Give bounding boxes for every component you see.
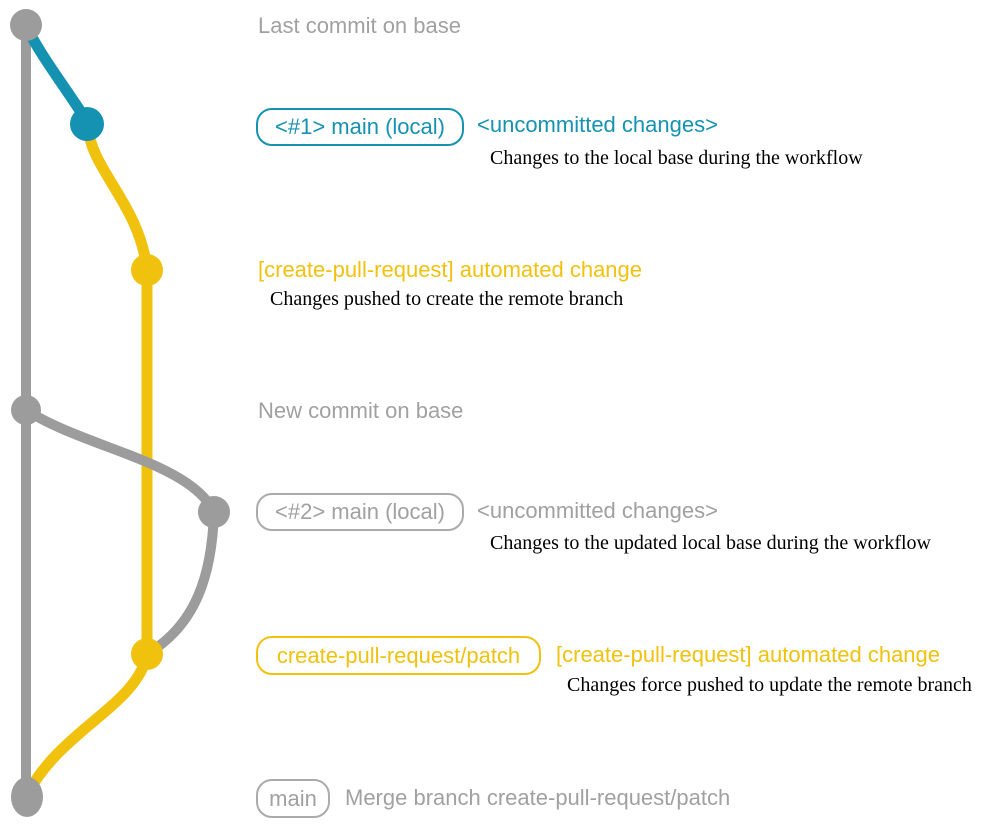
automated-change-description-1: Changes pushed to create the remote bran… (270, 288, 624, 310)
base-into-patch-curve (142, 507, 219, 659)
patch-branch-curve-top (82, 121, 153, 276)
badge-main-local-1: <#1> main (local) (256, 108, 464, 146)
automated-change-note-2: [create-pull-request] automated change (556, 642, 941, 667)
badge-main: main (256, 779, 330, 818)
uncommitted-changes-note-2: <uncommitted changes> (477, 498, 718, 523)
uncommitted-changes-description-2: Changes to the updated local base during… (490, 532, 931, 554)
commit-dot-automated-2 (131, 638, 163, 670)
uncommitted-changes-note-1: <uncommitted changes> (477, 112, 718, 137)
git-graph (10, 9, 230, 817)
new-commit-label: New commit on base (258, 398, 464, 423)
commit-dot-last-commit-on-base (10, 9, 42, 41)
badge-patch-branch: create-pull-request/patch (256, 636, 541, 675)
badge-main-local-2: <#2> main (local) (256, 493, 464, 531)
automated-change-note-1: [create-pull-request] automated change (258, 257, 643, 282)
commit-dot-uncommitted-2 (198, 496, 230, 528)
automated-change-description-2: Changes force pushed to update the remot… (567, 674, 972, 696)
patch-branch-merge-curve (21, 648, 153, 801)
commit-dot-automated-1 (131, 254, 163, 286)
base-update-curve (21, 405, 219, 517)
local-main-branch-line (20, 20, 92, 126)
uncommitted-changes-description-1: Changes to the local base during the wor… (490, 147, 863, 169)
last-commit-label: Last commit on base (258, 13, 461, 38)
commit-dot-new-commit-on-base (11, 395, 41, 425)
commit-dot-merge (11, 777, 43, 817)
commit-dot-uncommitted-1 (70, 107, 104, 141)
merge-branch-label: Merge branch create-pull-request/patch (345, 785, 731, 810)
